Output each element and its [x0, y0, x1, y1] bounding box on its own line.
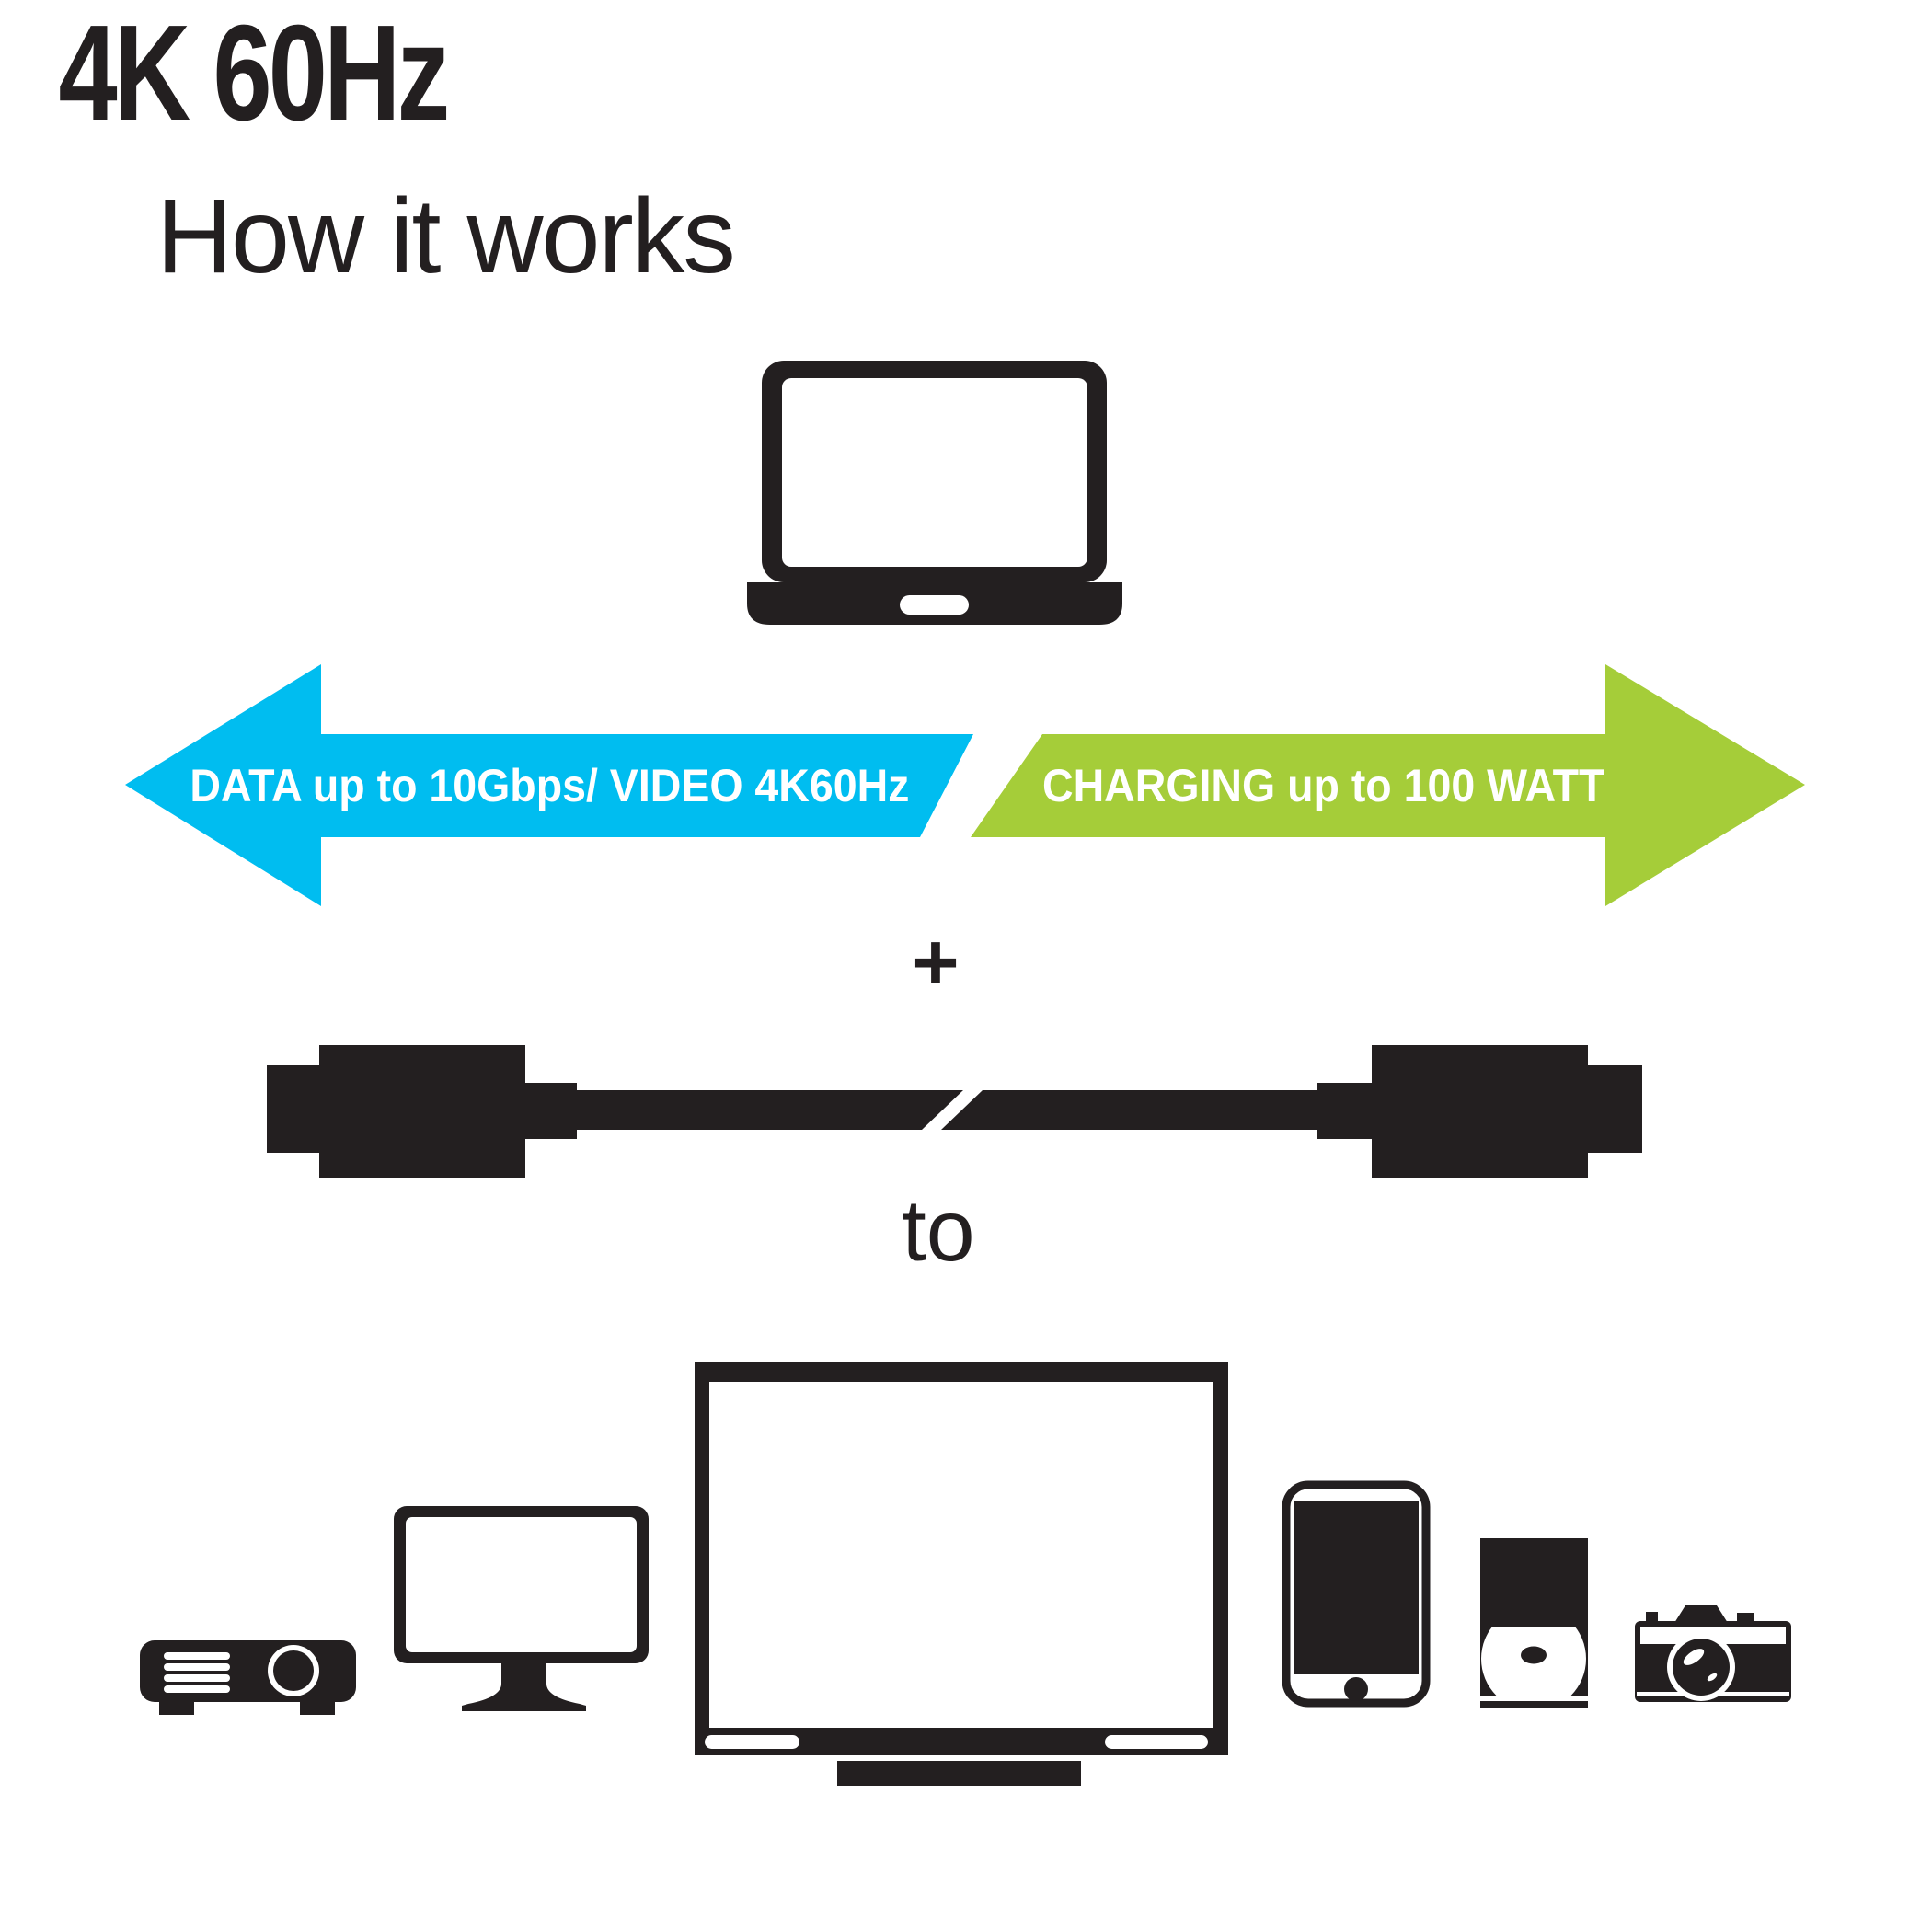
icons-layer	[140, 361, 1791, 1786]
plus-icon: +	[912, 916, 960, 1007]
charging-arrow	[971, 664, 1805, 906]
camera-icon	[1635, 1605, 1791, 1702]
tv-resolution-text: 4K 60Hz	[58, 0, 450, 149]
data-arrow-label-text: DATA up to 10Gbps/ VIDEO 4K60Hz	[189, 760, 909, 811]
charging-arrow-label: CHARGING up to 100 WATT	[1042, 734, 1605, 837]
page-title: How it works	[156, 178, 736, 295]
laptop-icon	[747, 361, 1122, 625]
media-player-icon	[1480, 1538, 1588, 1708]
data-arrow	[125, 664, 973, 906]
projector-icon	[140, 1640, 356, 1715]
monitor-icon	[394, 1506, 649, 1711]
tablet-icon	[1282, 1480, 1431, 1708]
charging-arrow-label-text: CHARGING up to 100 WATT	[1042, 760, 1605, 811]
usb-cable-icon	[267, 1045, 1642, 1178]
to-label: to	[902, 1182, 975, 1280]
data-arrow-label: DATA up to 10Gbps/ VIDEO 4K60Hz	[125, 734, 973, 837]
tv-icon	[695, 1362, 1228, 1786]
tv-resolution-badge: 4K 60Hz	[0, 0, 504, 149]
